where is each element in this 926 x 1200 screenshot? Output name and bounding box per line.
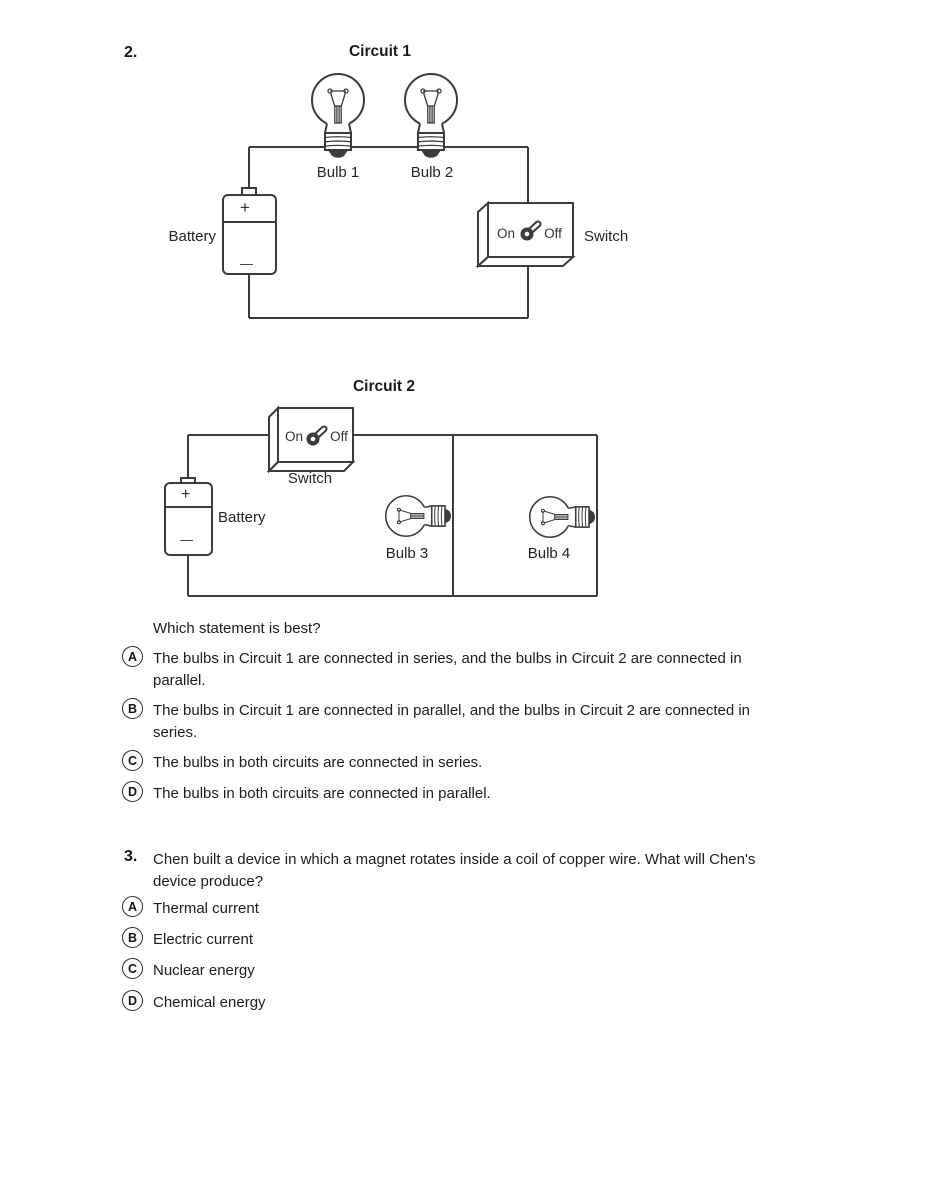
bulb1-icon <box>311 73 365 159</box>
q2-option-a-text: The bulbs in Circuit 1 are connected in … <box>153 650 742 689</box>
switch-icon[interactable] <box>266 405 356 474</box>
q3-option-d-text: Chemical energy <box>153 994 266 1011</box>
q3-option-d-bubble[interactable]: D <box>122 990 143 1011</box>
bulb2-icon <box>404 73 458 159</box>
switch2-label: Switch <box>287 470 333 487</box>
switch1-off-label: Off <box>544 226 562 241</box>
bulb2-label: Bulb 2 <box>410 164 454 181</box>
question2-prompt: Which statement is best? <box>153 620 321 637</box>
switch2-off-label: Off <box>330 429 348 444</box>
battery1-plus-sign: + <box>240 198 250 217</box>
q2-option-d-text: The bulbs in both circuits are connected… <box>153 785 491 802</box>
q2-option-c-text: The bulbs in both circuits are connected… <box>153 754 483 771</box>
circuit2-title: Circuit 2 <box>352 378 415 395</box>
question3-text: Chen built a device in which a magnet ro… <box>153 851 756 890</box>
battery2-plus-sign: + <box>181 486 191 503</box>
switch1-label: Switch <box>584 228 629 245</box>
bulb4-label: Bulb 4 <box>527 545 571 562</box>
battery-icon <box>222 187 277 275</box>
wire <box>248 147 529 319</box>
battery1-label: Battery <box>168 228 216 245</box>
circuit1-diagram <box>222 73 576 319</box>
switch2-on-label: On <box>284 429 303 444</box>
q3-option-c-text: Nuclear energy <box>153 962 255 979</box>
q2-option-b-bubble[interactable]: B <box>122 698 143 719</box>
circuit2-diagram <box>164 405 598 597</box>
battery2-minus-sign: — <box>180 532 193 547</box>
q2-option-c-letter: C <box>127 753 138 768</box>
switch1-on-label: On <box>496 226 515 241</box>
q3-option-b-letter: B <box>127 930 138 945</box>
q3-option-a-letter: A <box>127 899 138 914</box>
q2-option-d-letter: D <box>127 784 138 799</box>
q3-option-a-text: Thermal current <box>153 900 259 917</box>
q3-option-a-bubble[interactable]: A <box>122 896 143 917</box>
question2-number: 2. <box>124 44 138 61</box>
circuit1-title: Circuit 1 <box>348 43 411 60</box>
bulb3-label: Bulb 3 <box>385 545 429 562</box>
q2-option-b-letter: B <box>127 701 138 716</box>
battery2-label: Battery <box>218 509 266 526</box>
battery-icon <box>164 477 213 556</box>
q2-option-b-text: The bulbs in Circuit 1 are connected in … <box>153 702 751 741</box>
q2-option-a-letter: A <box>127 649 138 664</box>
bulb4-icon <box>528 495 596 539</box>
wire <box>187 435 598 597</box>
bulb1-label: Bulb 1 <box>316 164 360 181</box>
q3-option-c-letter: C <box>127 961 138 976</box>
q3-option-c-bubble[interactable]: C <box>122 958 143 979</box>
switch-icon[interactable] <box>475 200 576 269</box>
q3-option-d-letter: D <box>127 993 138 1008</box>
q2-option-a-bubble[interactable]: A <box>122 646 143 667</box>
question3-number: 3. <box>124 848 138 865</box>
q2-option-c-bubble[interactable]: C <box>122 750 143 771</box>
q3-option-b-text: Electric current <box>153 931 254 948</box>
battery1-minus-sign: — <box>240 256 253 271</box>
bulb3-icon <box>384 494 452 538</box>
q2-option-d-bubble[interactable]: D <box>122 781 143 802</box>
q3-option-b-bubble[interactable]: B <box>122 927 143 948</box>
